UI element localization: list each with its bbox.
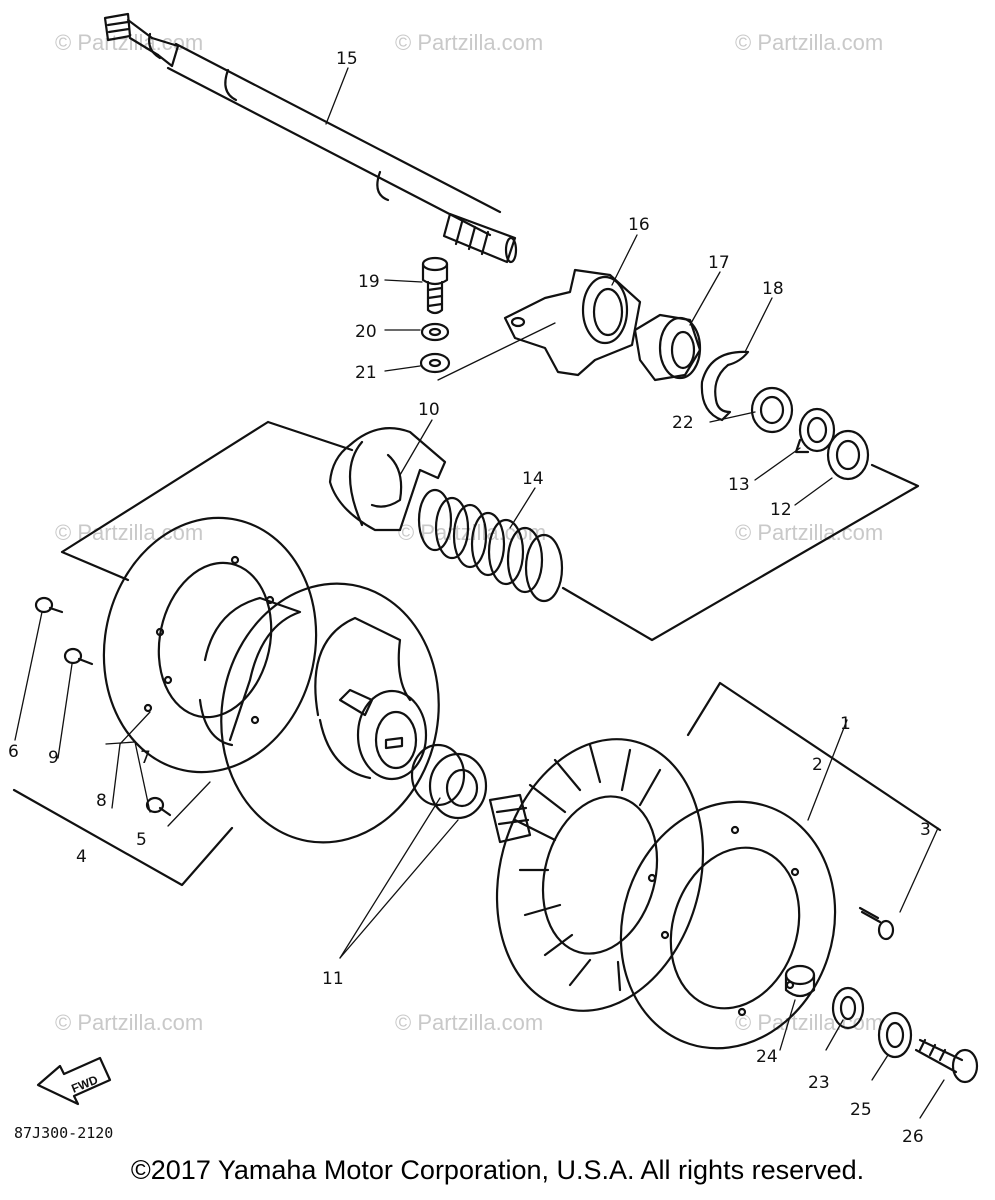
watermark: © Partzilla.com (735, 520, 883, 545)
diagram-code: 87J300-2120 (14, 1124, 113, 1142)
bolt-part-19 (421, 256, 449, 315)
collar-part-24 (784, 964, 816, 998)
circlip-part-18 (700, 350, 750, 422)
leader-lines (14, 67, 945, 1119)
washer-part-25 (877, 1011, 913, 1059)
callout-11: 11 (322, 969, 344, 989)
disc-part-8 (102, 516, 318, 774)
group-bracket-upper (60, 420, 920, 642)
callout-13: 13 (728, 475, 750, 495)
callout-labels: 1 2 3 4 5 6 7 8 9 10 11 12 13 14 15 16 1… (8, 49, 931, 1147)
group-bracket-lower (12, 788, 234, 887)
callout-1: 1 (840, 714, 851, 734)
callout-24: 24 (756, 1047, 778, 1067)
copyright-notice: ©2017 Yamaha Motor Corporation, U.S.A. A… (130, 1155, 865, 1185)
callout-25: 25 (850, 1100, 872, 1120)
group-bracket-right (686, 681, 942, 832)
washer-part-21 (419, 352, 451, 374)
bolt-part-5 (145, 796, 172, 817)
callout-26: 26 (902, 1127, 924, 1147)
bolt-part-26 (914, 1038, 979, 1084)
collar-part-7 (198, 596, 302, 747)
screw-part-3 (858, 906, 895, 941)
callout-23: 23 (808, 1073, 830, 1093)
callout-19: 19 (358, 272, 380, 292)
callout-10: 10 (418, 400, 440, 420)
callout-4: 4 (76, 847, 87, 867)
callout-7: 7 (140, 748, 151, 768)
bearing-part-17 (633, 313, 702, 382)
callout-9: 9 (48, 748, 59, 768)
shaft-part-15 (103, 12, 518, 264)
callout-21: 21 (355, 363, 377, 383)
washer-part-22 (750, 386, 794, 434)
watermark: © Partzilla.com (55, 1010, 203, 1035)
bolt-part-9 (63, 647, 94, 666)
bolt-part-6 (34, 596, 64, 614)
sheave-part-4 (220, 582, 440, 844)
disc-part-2 (619, 800, 837, 1050)
watermark: © Partzilla.com (395, 1010, 543, 1035)
washer-part-20 (420, 322, 450, 342)
fwd-arrow-icon (36, 1056, 112, 1106)
cam-part-10 (328, 427, 447, 532)
callout-15: 15 (336, 49, 358, 69)
washer-part-23 (831, 986, 865, 1030)
callout-20: 20 (355, 322, 377, 342)
callout-2: 2 (812, 755, 823, 775)
callout-22: 22 (672, 413, 694, 433)
callout-17: 17 (708, 253, 730, 273)
washer-part-13 (794, 407, 836, 454)
watermark: © Partzilla.com (395, 30, 543, 55)
callout-14: 14 (522, 469, 544, 489)
watermark: © Partzilla.com (735, 1010, 883, 1035)
washer-part-12 (826, 429, 870, 481)
callout-18: 18 (762, 279, 784, 299)
callout-3: 3 (920, 820, 931, 840)
callout-6: 6 (8, 742, 19, 762)
bracket-part-16 (503, 268, 642, 377)
bushing-part-11 (410, 743, 488, 820)
callout-12: 12 (770, 500, 792, 520)
watermark: © Partzilla.com (735, 30, 883, 55)
callout-5: 5 (136, 830, 147, 850)
callout-16: 16 (628, 215, 650, 235)
spring-part-14 (417, 488, 564, 603)
sheave-part-1 (488, 738, 705, 1012)
callout-8: 8 (96, 791, 107, 811)
